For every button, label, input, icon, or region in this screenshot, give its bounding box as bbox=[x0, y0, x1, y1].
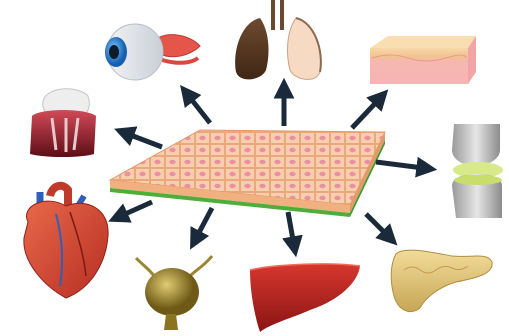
joint-cartilage-icon bbox=[452, 124, 503, 218]
eye-icon bbox=[105, 24, 200, 80]
pancreas-icon bbox=[391, 250, 492, 312]
skin-block-icon bbox=[370, 36, 476, 84]
arrow-to-eye bbox=[184, 90, 210, 123]
tooth-icon bbox=[30, 89, 96, 157]
lungs-icon bbox=[235, 0, 321, 79]
heart-icon bbox=[24, 186, 108, 298]
arrow-to-bladder bbox=[193, 208, 212, 244]
arrow-to-heart bbox=[114, 202, 152, 219]
arrow-to-liver bbox=[288, 212, 295, 251]
arrow-to-skin bbox=[352, 94, 384, 128]
liver-icon bbox=[250, 264, 360, 332]
arrow-to-tooth bbox=[120, 131, 162, 147]
bladder-icon bbox=[136, 256, 212, 330]
arrow-to-joint bbox=[376, 162, 431, 169]
arrow-to-pancreas bbox=[366, 214, 393, 241]
